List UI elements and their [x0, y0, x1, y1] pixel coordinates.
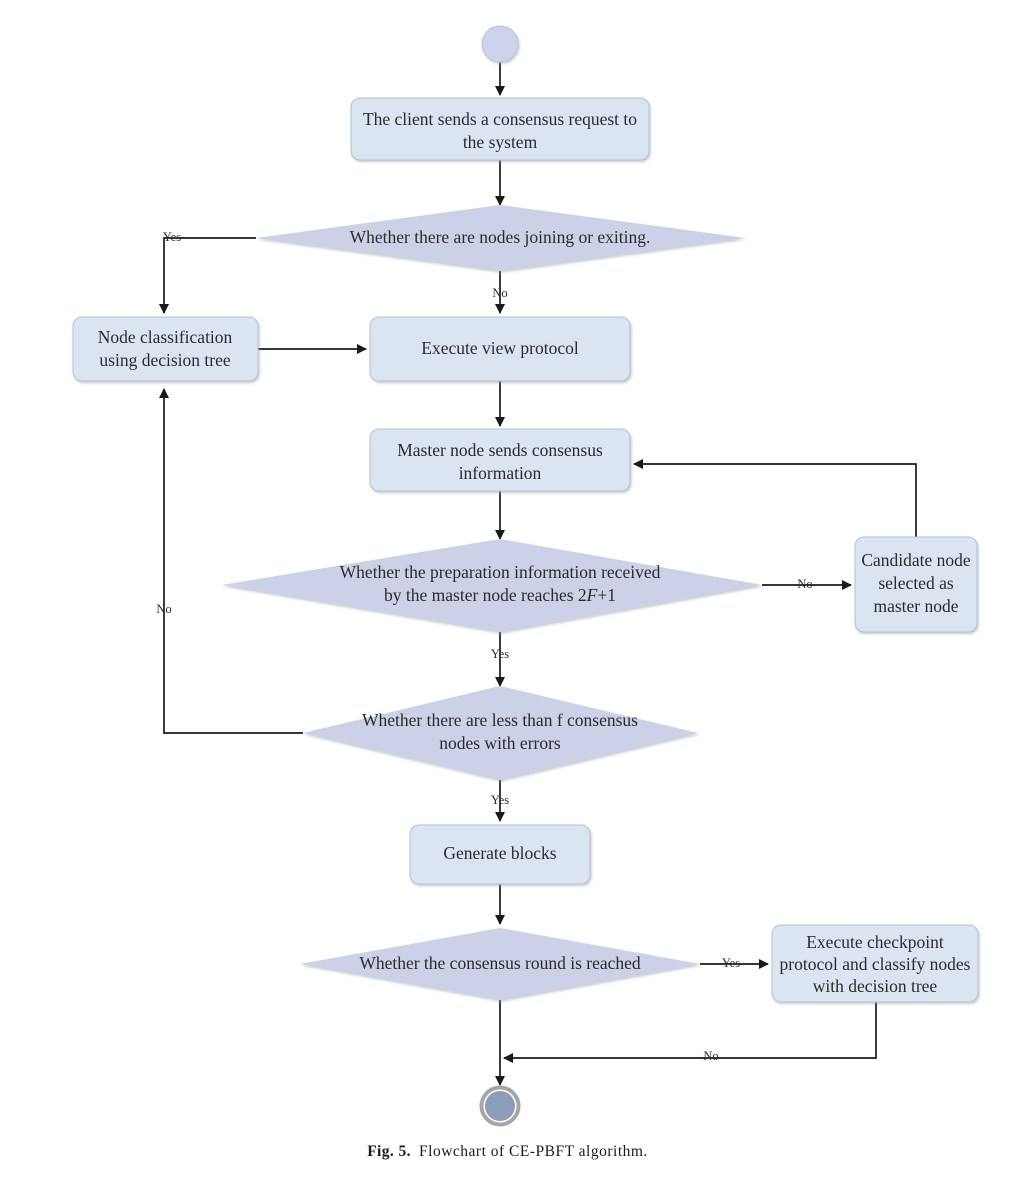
node-decision-round-reached[interactable]: Whether the consensus round is reached: [300, 928, 700, 1000]
node-master-sends-consensus[interactable]: Master node sends consensus information: [369, 428, 631, 492]
node-decision-round-reached-shape: [300, 928, 700, 1000]
edge-decision-errors-no: [158, 387, 303, 734]
edge-decision-join-exit-yes: [158, 237, 256, 315]
node-execute-checkpoint-line-2: protocol and classify nodes: [780, 954, 971, 974]
node-master-sends-consensus-line-2: information: [459, 463, 542, 483]
node-decision-join-exit-label: Whether there are nodes joining or exiti…: [350, 227, 651, 247]
node-candidate-master-line-3: master node: [873, 596, 958, 616]
node-execute-view-protocol-label: Execute view protocol: [421, 338, 579, 358]
node-client-request[interactable]: The client sends a consensus request to …: [350, 97, 650, 161]
node-node-classification-line-1: Node classification: [98, 327, 233, 347]
node-execute-view-protocol-shape: [369, 316, 631, 382]
node-generate-blocks-label: Generate blocks: [443, 843, 556, 863]
node-master-sends-consensus-line-1: Master node sends consensus: [397, 440, 603, 460]
figure-caption: Fig. 5. Flowchart of CE-PBFT algorithm.: [0, 1143, 1015, 1161]
caption-gap: [411, 1143, 419, 1160]
node-client-request-line-1: The client sends a consensus request to: [363, 109, 637, 129]
node-decision-errors-f[interactable]: Whether there are less than f consensus …: [303, 686, 698, 780]
node-candidate-master[interactable]: Candidate node selected as master node: [854, 536, 978, 633]
end-node-core: [485, 1091, 515, 1121]
node-decision-errors-f-line-1: Whether there are less than f consensus: [362, 710, 638, 730]
node-generate-blocks[interactable]: Generate blocks: [409, 824, 591, 885]
node-decision-join-exit-shape: [256, 205, 745, 271]
node-execute-checkpoint-line-3: with decision tree: [813, 976, 938, 996]
edge-label-round-yes: Yes: [722, 956, 740, 970]
node-decision-round-reached-label: Whether the consensus round is reached: [359, 953, 641, 973]
node-decision-join-exit[interactable]: Whether there are nodes joining or exiti…: [256, 205, 745, 271]
node-node-classification-shape: [72, 316, 259, 382]
node-generate-blocks-shape: [409, 824, 591, 885]
node-execute-checkpoint-line-1: Execute checkpoint: [806, 932, 944, 952]
node-execute-view-protocol[interactable]: Execute view protocol: [369, 316, 631, 382]
node-decision-prepare-2f1-shape: [222, 539, 762, 632]
start-node[interactable]: [481, 25, 519, 63]
connector-layer: [158, 62, 917, 1087]
end-node-ring: [479, 1085, 521, 1127]
edge-execute-checkpoint-no: [502, 1002, 877, 1064]
figure-label: Fig. 5.: [367, 1143, 411, 1160]
edge-label-prepare-no: No: [797, 577, 812, 591]
node-candidate-master-line-2: selected as: [878, 573, 953, 593]
edge-label-join-exit-yes: Yes: [163, 230, 181, 244]
edge-label-errors-no: No: [156, 602, 171, 616]
node-candidate-master-line-1: Candidate node: [861, 550, 971, 570]
decision-prepare-prefix: by the master node reaches 2: [384, 585, 587, 605]
edge-label-prepare-yes: Yes: [491, 647, 509, 661]
end-node[interactable]: [479, 1085, 521, 1127]
node-decision-prepare-2f1-line-2: by the master node reaches 2F+1: [384, 585, 616, 605]
node-client-request-shape: [350, 97, 650, 161]
node-decision-prepare-2f1-line-1: Whether the preparation information rece…: [340, 562, 661, 582]
node-decision-prepare-2f1[interactable]: Whether the preparation information rece…: [222, 539, 762, 632]
node-node-classification-line-2: using decision tree: [99, 350, 230, 370]
node-candidate-master-shape: [854, 536, 978, 633]
edge-label-round-no: No: [703, 1049, 718, 1063]
node-node-classification[interactable]: Node classification using decision tree: [72, 316, 259, 382]
edge-label-errors-yes: Yes: [491, 793, 509, 807]
edge-candidate-node-to-master-node: [632, 458, 917, 537]
decision-prepare-suffix: +1: [597, 585, 616, 605]
figure-caption-text: Flowchart of CE-PBFT algorithm.: [419, 1143, 648, 1160]
node-decision-errors-f-shape: [303, 686, 698, 780]
edge-label-join-exit-no: No: [492, 286, 507, 300]
node-client-request-line-2: the system: [463, 132, 538, 152]
decision-prepare-italic-var: F: [586, 585, 598, 605]
node-execute-checkpoint-shape: [771, 924, 979, 1003]
node-execute-checkpoint[interactable]: Execute checkpoint protocol and classify…: [771, 924, 979, 1003]
node-master-sends-consensus-shape: [369, 428, 631, 492]
node-decision-errors-f-line-2: nodes with errors: [439, 733, 561, 753]
